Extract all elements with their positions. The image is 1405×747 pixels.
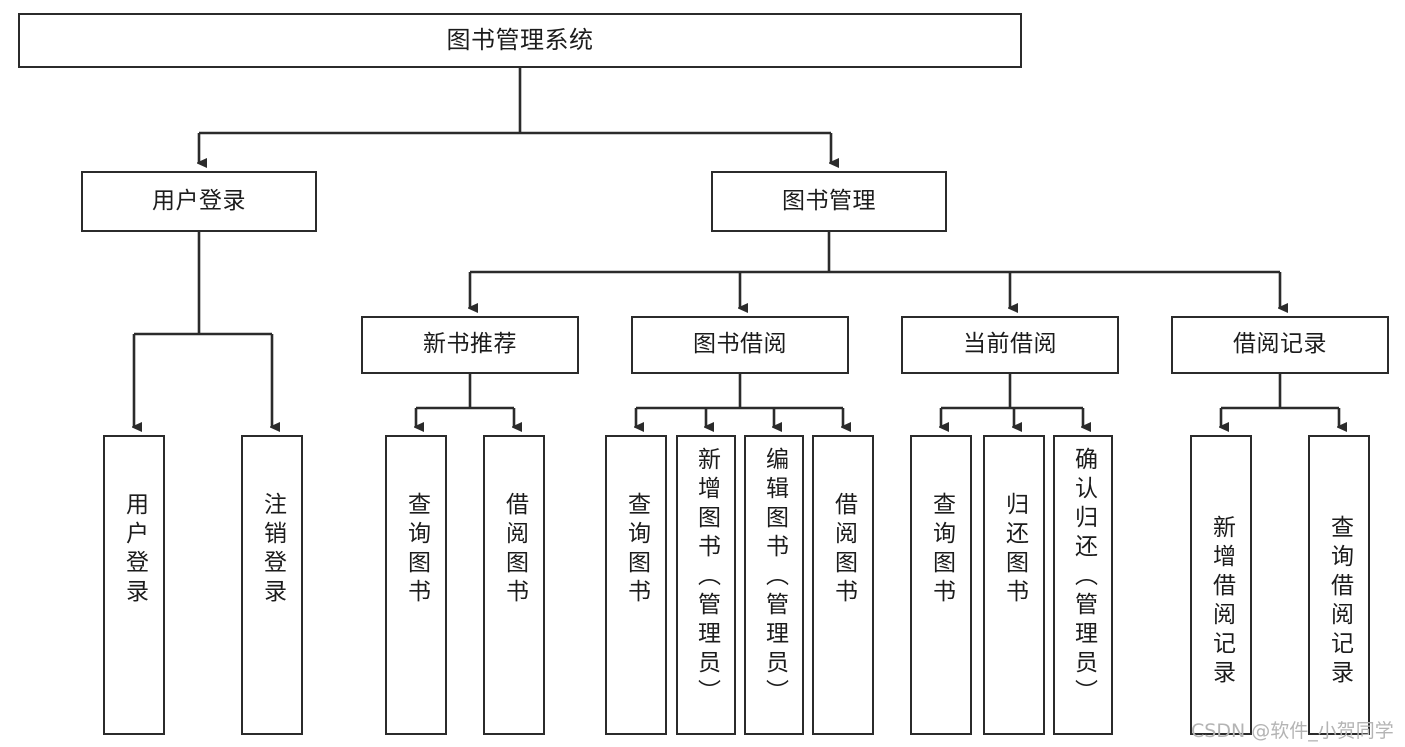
node-leaf-confirm-return[interactable]: 确认归还（管理员） [1053, 435, 1113, 735]
node-leaf-user-login[interactable]: 用户登录 [103, 435, 165, 735]
node-leaf-user-login-label: 用户登录 [121, 492, 148, 608]
node-leaf-borrow-book-1[interactable]: 借阅图书 [483, 435, 545, 735]
node-leaf-query-record-label: 查询借阅记录 [1326, 515, 1353, 689]
node-leaf-query-book-2-label: 查询图书 [623, 492, 650, 608]
node-leaf-query-record[interactable]: 查询借阅记录 [1308, 435, 1370, 735]
node-leaf-borrow-book-1-label: 借阅图书 [501, 492, 528, 608]
node-leaf-query-book-1[interactable]: 查询图书 [385, 435, 447, 735]
node-new-book-recommend-label: 新书推荐 [423, 331, 517, 358]
node-leaf-add-record-label: 新增借阅记录 [1208, 515, 1235, 689]
node-leaf-query-book-3-label: 查询图书 [928, 492, 955, 608]
node-leaf-borrow-book-2[interactable]: 借阅图书 [812, 435, 874, 735]
node-book-manage[interactable]: 图书管理 [711, 171, 947, 232]
node-borrow-record[interactable]: 借阅记录 [1171, 316, 1389, 374]
node-leaf-edit-book[interactable]: 编辑图书（管理员） [744, 435, 804, 735]
node-root-label: 图书管理系统 [446, 26, 594, 55]
node-book-borrow-label: 图书借阅 [693, 331, 787, 358]
node-leaf-edit-book-label: 编辑图书（管理员） [761, 447, 788, 708]
node-leaf-add-book-label: 新增图书（管理员） [693, 447, 720, 708]
node-leaf-query-book-2[interactable]: 查询图书 [605, 435, 667, 735]
node-leaf-user-logout-label: 注销登录 [259, 492, 286, 608]
csdn-watermark: CSDN @软件_小贺同学 [1191, 716, 1394, 743]
node-borrow-record-label: 借阅记录 [1233, 331, 1327, 358]
node-leaf-return-book[interactable]: 归还图书 [983, 435, 1045, 735]
node-leaf-add-record[interactable]: 新增借阅记录 [1190, 435, 1252, 735]
csdn-watermark-text: CSDN @软件_小贺同学 [1191, 720, 1394, 742]
node-new-book-recommend[interactable]: 新书推荐 [361, 316, 579, 374]
node-user-login-label: 用户登录 [152, 187, 246, 214]
node-current-borrow[interactable]: 当前借阅 [901, 316, 1119, 374]
node-leaf-add-book[interactable]: 新增图书（管理员） [676, 435, 736, 735]
node-book-borrow[interactable]: 图书借阅 [631, 316, 849, 374]
node-leaf-borrow-book-2-label: 借阅图书 [830, 492, 857, 608]
node-leaf-return-book-label: 归还图书 [1001, 492, 1028, 608]
node-leaf-user-logout[interactable]: 注销登录 [241, 435, 303, 735]
node-leaf-query-book-1-label: 查询图书 [403, 492, 430, 608]
node-current-borrow-label: 当前借阅 [963, 331, 1057, 358]
node-leaf-confirm-return-label: 确认归还（管理员） [1070, 447, 1097, 708]
node-book-manage-label: 图书管理 [782, 187, 876, 214]
node-root[interactable]: 图书管理系统 [18, 13, 1022, 68]
node-leaf-query-book-3[interactable]: 查询图书 [910, 435, 972, 735]
node-user-login[interactable]: 用户登录 [81, 171, 317, 232]
